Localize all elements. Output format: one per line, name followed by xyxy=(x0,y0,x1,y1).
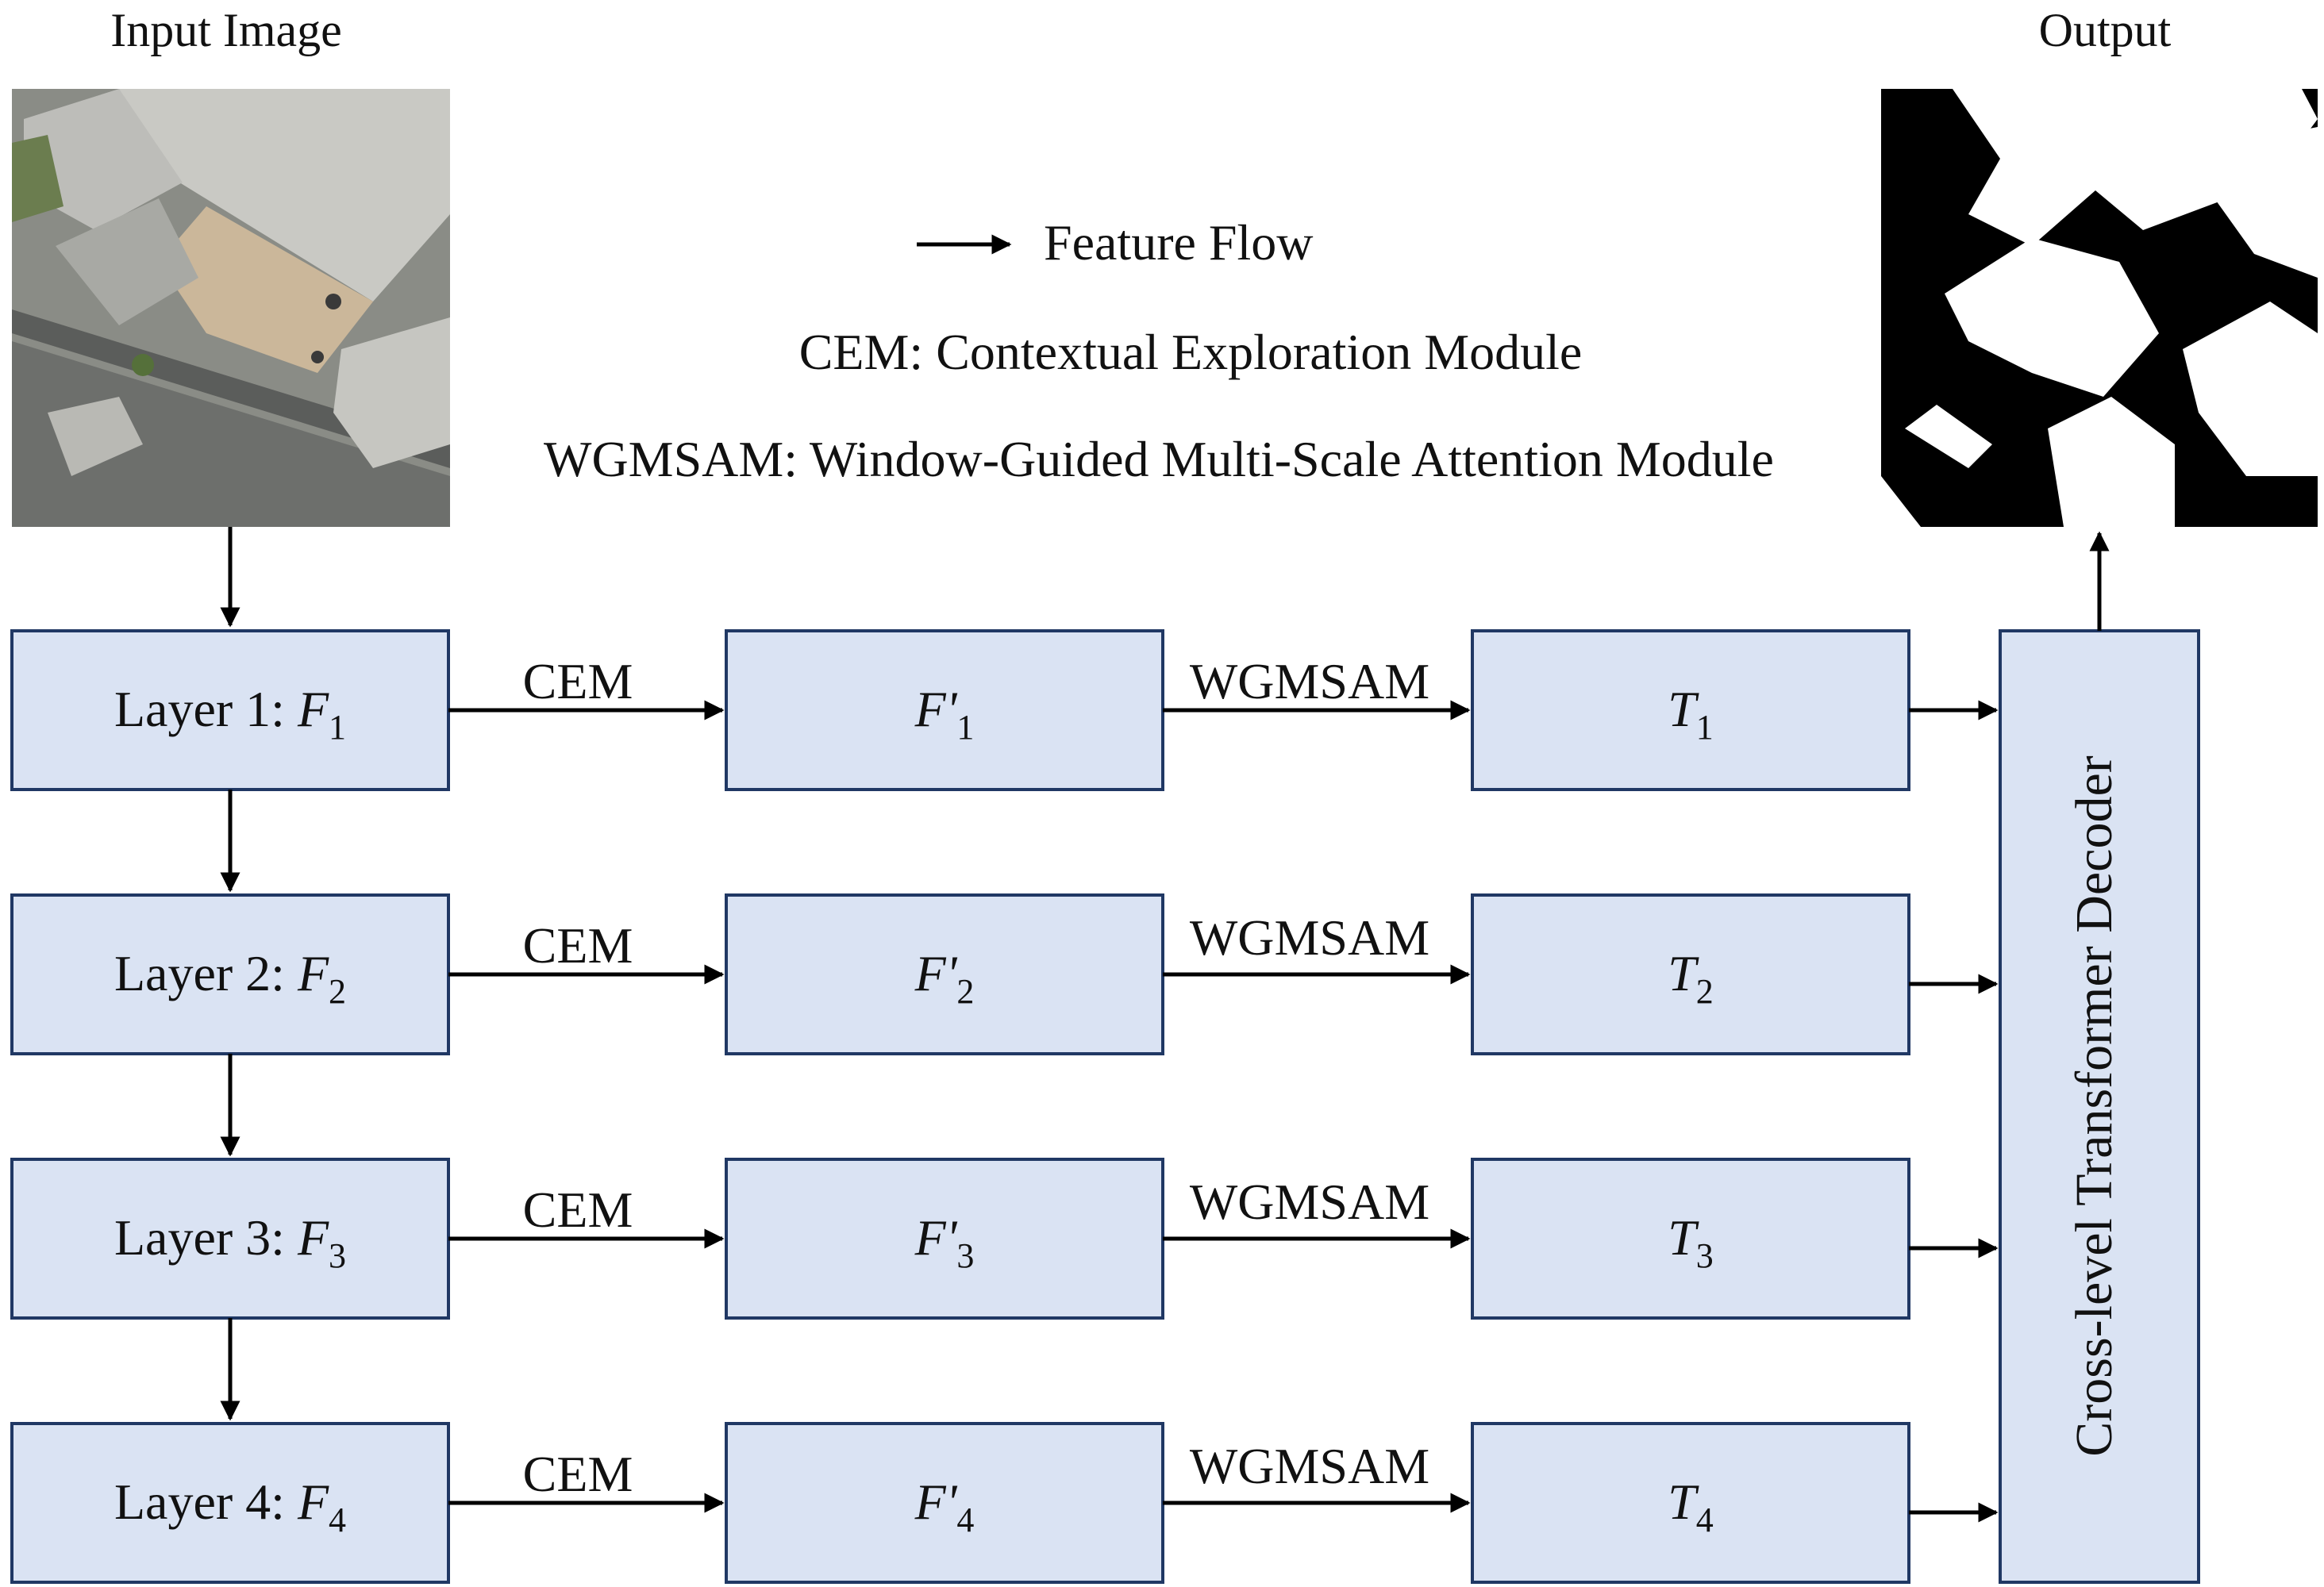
fprime1-symbol: F' xyxy=(914,681,958,737)
t2-box xyxy=(1471,893,1910,1055)
layer1-prefix: Layer 1: xyxy=(114,681,298,737)
fprime4-subscript: 4 xyxy=(956,1501,974,1539)
t1-symbol: T xyxy=(1668,681,1699,737)
layer1-box xyxy=(10,629,450,791)
layer2-prefix: Layer 2: xyxy=(114,945,298,1001)
decoder-label: Cross-level Transformer Decoder xyxy=(2065,755,2123,1456)
t4-subscript: 4 xyxy=(1696,1501,1714,1539)
layer3-label: Layer 3: F3 xyxy=(114,1209,346,1275)
fprime2-box xyxy=(725,893,1164,1055)
fprime2-subscript: 2 xyxy=(956,972,974,1011)
cem-label-row2: CEM xyxy=(523,917,633,974)
layer3-box xyxy=(10,1158,450,1320)
fprime2-symbol: F' xyxy=(914,945,958,1001)
t2-subscript: 2 xyxy=(1696,972,1714,1011)
t3-subscript: 3 xyxy=(1696,1236,1714,1275)
fprime4-box xyxy=(725,1422,1164,1584)
fprime4-label: F'4 xyxy=(914,1474,975,1539)
layer2-label: Layer 2: F2 xyxy=(114,945,346,1011)
layer1-subscript: 1 xyxy=(329,708,346,747)
t2-label: T2 xyxy=(1668,945,1714,1011)
layer2-subscript: 2 xyxy=(329,972,346,1011)
wgmsam-label-row3: WGMSAM xyxy=(1190,1174,1429,1230)
fprime1-box xyxy=(725,629,1164,791)
layer4-label: Layer 4: F4 xyxy=(114,1474,346,1539)
fprime4-symbol: F' xyxy=(914,1474,958,1530)
layer4-subscript: 4 xyxy=(329,1501,346,1539)
t1-box xyxy=(1471,629,1910,791)
input-image-label: Input Image xyxy=(110,4,342,56)
t3-label: T3 xyxy=(1668,1209,1714,1275)
wgmsam-label-row1: WGMSAM xyxy=(1190,653,1429,709)
layer4-box xyxy=(10,1422,450,1584)
t3-symbol: T xyxy=(1668,1209,1699,1266)
wgmsam-label-row4: WGMSAM xyxy=(1190,1438,1429,1494)
layer1-f-symbol: F xyxy=(297,681,329,737)
layer4-f-symbol: F xyxy=(297,1474,329,1530)
t1-label: T1 xyxy=(1668,681,1714,747)
t1-subscript: 1 xyxy=(1696,708,1714,747)
cem-label-row3: CEM xyxy=(523,1182,633,1238)
fprime3-subscript: 3 xyxy=(956,1236,974,1275)
layer2-f-symbol: F xyxy=(297,945,329,1001)
cem-label-row1: CEM xyxy=(523,653,633,709)
fprime3-symbol: F' xyxy=(914,1209,958,1266)
fprime1-subscript: 1 xyxy=(956,708,974,747)
t3-box xyxy=(1471,1158,1910,1320)
fprime1-label: F'1 xyxy=(914,681,975,747)
fprime2-label: F'2 xyxy=(914,945,975,1011)
layer4-prefix: Layer 4: xyxy=(114,1474,298,1530)
layer1-label: Layer 1: F1 xyxy=(114,681,346,747)
output-label: Output xyxy=(2039,4,2172,56)
legend-wgmsam-definition: WGMSAM: Window-Guided Multi-Scale Attent… xyxy=(544,431,1774,487)
t2-symbol: T xyxy=(1668,945,1699,1001)
fprime3-label: F'3 xyxy=(914,1209,975,1275)
legend-cem-definition: CEM: Contextual Exploration Module xyxy=(799,324,1583,380)
input-aerial-image xyxy=(12,89,450,527)
t4-box xyxy=(1471,1422,1910,1584)
wgmsam-label-row2: WGMSAM xyxy=(1190,909,1429,966)
layer3-f-symbol: F xyxy=(297,1209,329,1266)
legend-feature-flow: Feature Flow xyxy=(1044,214,1314,271)
t4-symbol: T xyxy=(1668,1474,1699,1530)
cem-label-row4: CEM xyxy=(523,1446,633,1502)
output-segmentation-mask xyxy=(1881,89,2318,527)
layer3-subscript: 3 xyxy=(329,1236,346,1275)
t4-label: T4 xyxy=(1668,1474,1714,1539)
layer3-prefix: Layer 3: xyxy=(114,1209,298,1266)
